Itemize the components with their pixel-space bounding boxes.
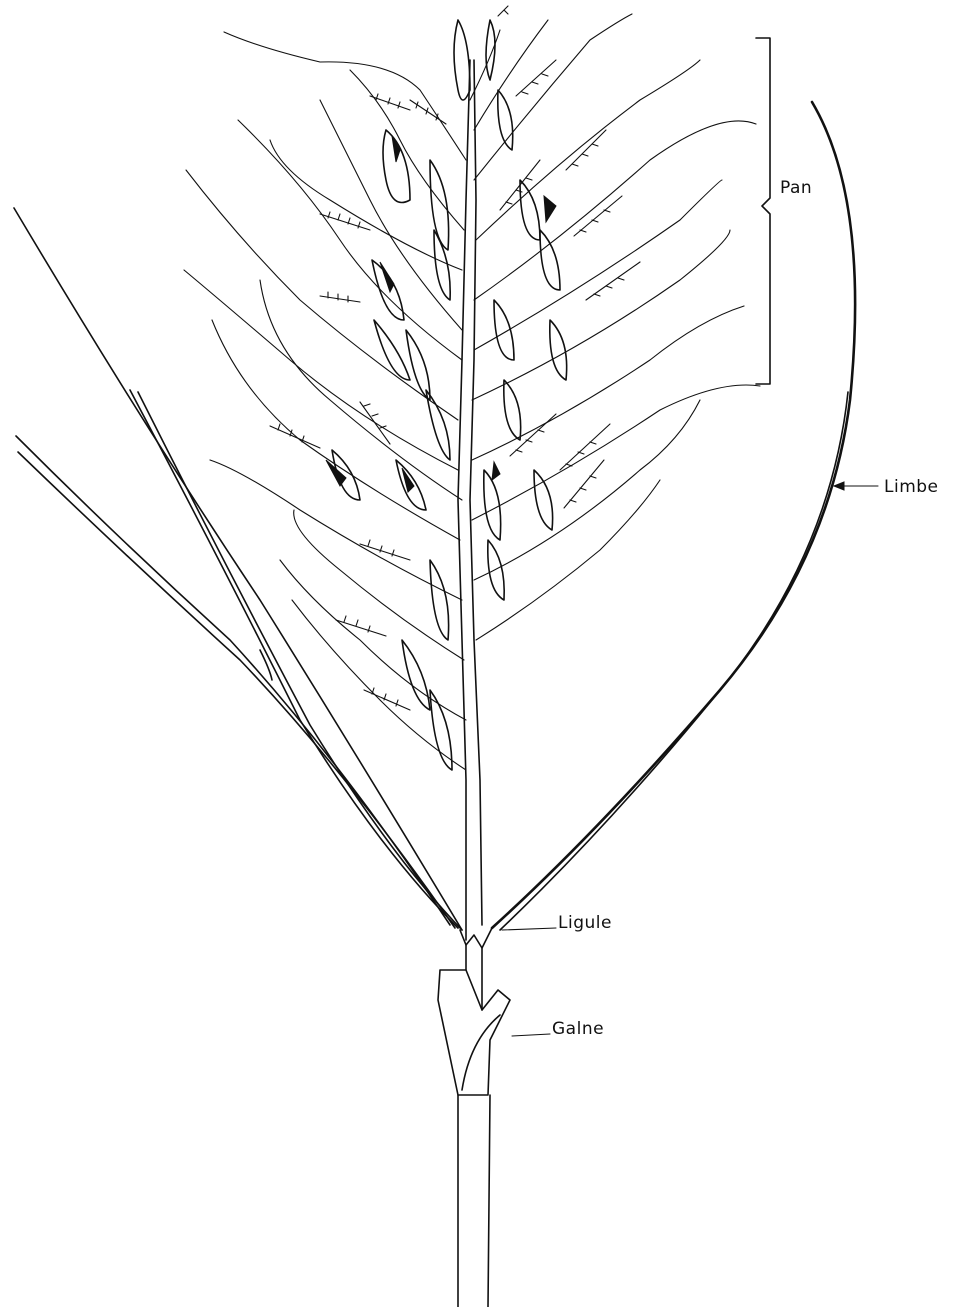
- ligule-pointer: [502, 928, 556, 930]
- sheath-label-group: Galne: [512, 1019, 604, 1039]
- sheath-pointer: [512, 1034, 550, 1036]
- leaf-blade-label: Limbe: [884, 477, 939, 497]
- dark-florets: [326, 136, 556, 492]
- panicle-label-group: Pan: [756, 38, 812, 384]
- leaf-blade-right: [492, 102, 855, 930]
- ligule-label-group: Ligule: [502, 913, 612, 933]
- leaf-blade-label-group: Limbe: [834, 477, 939, 497]
- panicle-bracket: [756, 38, 770, 384]
- spikelets: [332, 20, 567, 770]
- panicle-branches-right: [470, 14, 760, 640]
- ligule-label: Ligule: [558, 913, 612, 933]
- sheath: [438, 970, 510, 1095]
- stem: [458, 60, 490, 1307]
- ligule: [460, 928, 492, 1010]
- panicle-label: Pan: [780, 178, 812, 198]
- sheath-label: Galne: [552, 1019, 604, 1039]
- panicle-branches-left: [184, 32, 466, 770]
